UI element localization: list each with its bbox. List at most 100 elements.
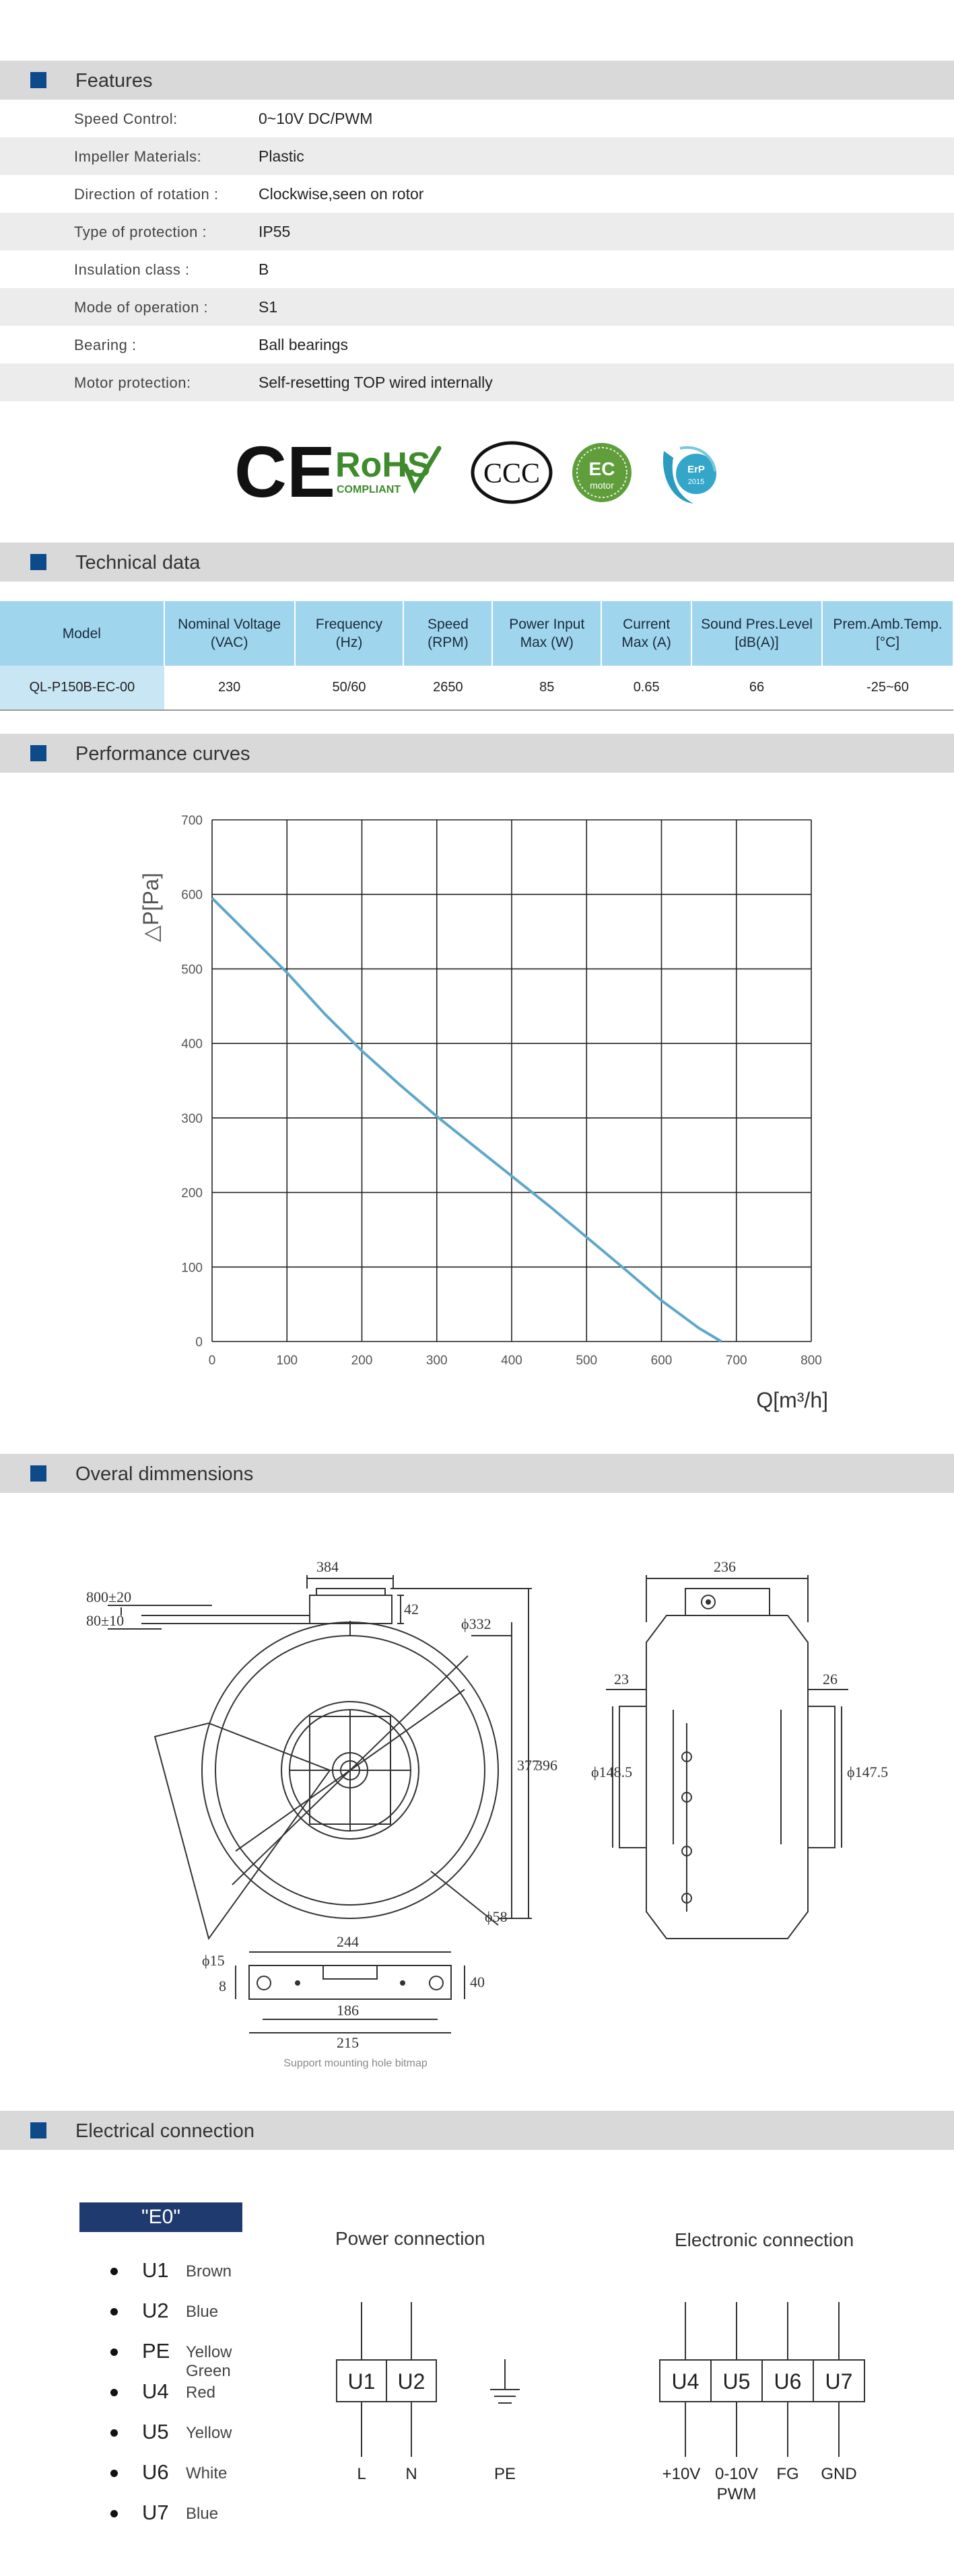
section-marker — [30, 745, 46, 761]
svg-text:ErP: ErP — [687, 464, 705, 475]
x-tick-label: 800 — [800, 1354, 822, 1368]
column-header: Prem.Amb.Temp.[°C] — [821, 601, 954, 666]
power-terminal-block — [336, 2302, 437, 2457]
certification-logos: CE RoHS COMPLIANT CCC EC motor ErP 2015 — [234, 431, 716, 512]
table-cell: 230 — [164, 666, 295, 711]
ground-icon — [490, 2359, 520, 2404]
line-label: L — [357, 2465, 366, 2483]
feature-row: Mode of operation : S1 — [0, 288, 954, 326]
bullet-icon — [110, 2348, 118, 2356]
feature-row: Speed Control: 0~10V DC/PWM — [0, 100, 954, 137]
section-title: Performance curves — [75, 743, 250, 765]
feature-value: 0~10V DC/PWM — [259, 110, 373, 127]
electronic-terminal-block — [659, 2302, 865, 2457]
table-cell: 66 — [691, 666, 822, 711]
technical-data-table: Model Nominal Voltage(VAC) Frequency(Hz)… — [0, 601, 954, 711]
terminal-label: U4 — [672, 2369, 700, 2394]
x-tick-label: 700 — [726, 1354, 747, 1368]
feature-value: Plastic — [259, 147, 304, 165]
section-header-features: Features — [0, 61, 954, 100]
signal-label: FG — [776, 2465, 798, 2483]
feature-row: Motor protection: Self-resetting TOP wir… — [0, 363, 954, 401]
wire-color: Yellow Green — [186, 2343, 232, 2380]
bullet-icon — [110, 2308, 118, 2316]
x-tick-label: 600 — [651, 1354, 673, 1368]
dim-outlet-diameter: ϕ147.5 — [847, 1764, 888, 1780]
dim-box-height: 42 — [404, 1601, 419, 1617]
bullet-icon — [110, 2470, 118, 2477]
wire-code: U6 — [142, 2460, 169, 2484]
dim-diameter-hub: ϕ58 — [485, 1908, 508, 1925]
ce-logo: CE — [234, 431, 335, 512]
table-cell: -25~60 — [821, 666, 953, 711]
column-header: Sound Pres.Level[dB(A)] — [691, 601, 823, 666]
svg-text:RoHS: RoHS — [335, 446, 431, 485]
feature-value: Clockwise,seen on rotor — [259, 185, 424, 203]
dim-base-width: 215 — [337, 2034, 359, 2051]
power-connection-title: Power connection — [335, 2228, 485, 2249]
dimension-caption: Support mounting hole bitmap — [283, 2058, 428, 2069]
dim-cable-length: 800±20 — [86, 1589, 131, 1605]
feature-label: Speed Control: — [74, 110, 178, 127]
ccc-logo: CCC — [471, 441, 553, 504]
bullet-icon — [110, 2510, 118, 2517]
feature-label: Type of protection : — [74, 223, 207, 240]
dim-base-length: 244 — [337, 1933, 359, 1950]
section-title: Features — [75, 70, 153, 92]
y-tick-label: 400 — [181, 1037, 203, 1051]
table-header-row: Model Nominal Voltage(VAC) Frequency(Hz)… — [0, 601, 954, 666]
front-view — [108, 1575, 532, 1941]
x-tick-label: 0 — [209, 1354, 216, 1368]
neutral-label: N — [405, 2465, 417, 2483]
wire-code: U5 — [142, 2420, 169, 2443]
bullet-icon — [110, 2268, 118, 2275]
table-cell: 0.65 — [601, 666, 692, 711]
wire-code: U4 — [142, 2379, 169, 2403]
feature-row: Direction of rotation : Clockwise,seen o… — [0, 175, 954, 213]
feature-row: Bearing : Ball bearings — [0, 326, 954, 363]
feature-label: Insulation class : — [74, 261, 190, 278]
chart-grid — [211, 819, 812, 1342]
svg-text:CCC: CCC — [483, 458, 540, 489]
wire-code: U1 — [142, 2258, 169, 2282]
svg-text:2015: 2015 — [688, 478, 704, 486]
section-header-technical: Technical data — [0, 543, 954, 582]
column-header: Nominal Voltage(VAC) — [164, 601, 296, 666]
section-marker — [30, 2122, 46, 2138]
y-tick-label: 300 — [181, 1112, 203, 1126]
bullet-icon — [110, 2389, 118, 2396]
x-tick-label: 100 — [276, 1354, 298, 1368]
feature-label: Mode of operation : — [74, 299, 209, 316]
table-cell: 50/60 — [294, 666, 404, 711]
connection-type-tag: "E0" — [79, 2202, 242, 2232]
earth-label: PE — [494, 2465, 516, 2483]
wire-color: Yellow — [186, 2424, 232, 2442]
section-marker — [30, 72, 46, 88]
y-tick-label: 500 — [181, 963, 203, 977]
dim-collar-left: 23 — [614, 1671, 629, 1687]
electronic-connection-title: Electronic connection — [675, 2229, 854, 2250]
y-axis-label: △P[Pa] — [139, 873, 163, 942]
wire-color: Blue — [186, 2505, 219, 2523]
dim-depth: 236 — [714, 1558, 736, 1575]
dim-height-inner: 377 — [517, 1757, 539, 1774]
wire-code: U2 — [142, 2299, 169, 2322]
table-cell: 2650 — [403, 666, 493, 711]
column-header: Frequency(Hz) — [294, 601, 405, 666]
x-tick-label: 300 — [426, 1354, 448, 1368]
section-title: Technical data — [75, 552, 201, 573]
svg-text:EC: EC — [589, 458, 615, 479]
dim-width: 384 — [316, 1558, 339, 1575]
table-cell-model: QL-P150B-EC-00 — [0, 666, 164, 711]
dim-diameter-housing: ϕ332 — [461, 1615, 491, 1632]
section-title: Electrical connection — [75, 2120, 254, 2142]
wire-code: PE — [142, 2339, 170, 2363]
table-row: QL-P150B-EC-00 230 50/60 2650 85 0.65 66… — [0, 666, 953, 711]
mounting-base-view — [235, 1951, 465, 2033]
dim-collar-right: 26 — [823, 1671, 838, 1687]
dim-inlet-diameter: ϕ148.5 — [591, 1764, 632, 1780]
bullet-icon — [110, 2429, 118, 2437]
feature-value: S1 — [259, 298, 278, 316]
feature-value: B — [259, 260, 269, 278]
